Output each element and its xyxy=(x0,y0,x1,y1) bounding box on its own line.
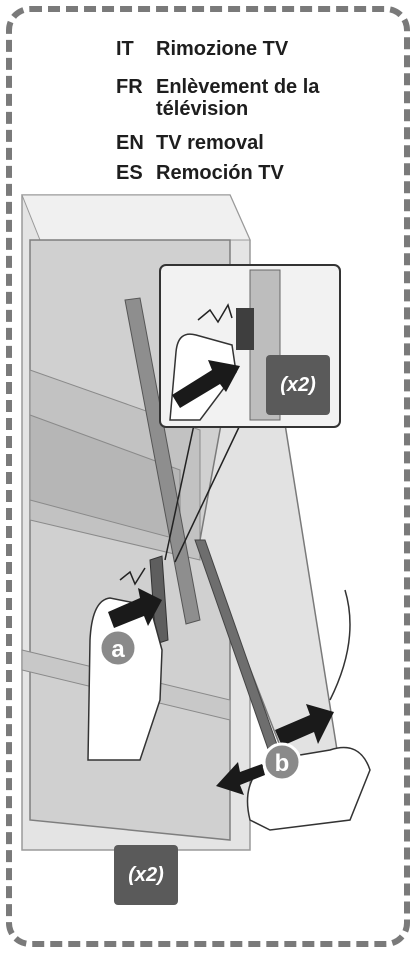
cabinet-top xyxy=(22,195,250,240)
quantity-badge-top: (x2) xyxy=(266,355,330,415)
arm-b xyxy=(330,590,350,700)
zoom-clip xyxy=(236,308,254,350)
step-a-label: a xyxy=(111,636,125,663)
quantity-badge-bottom: (x2) xyxy=(114,845,178,905)
step-b-label: b xyxy=(275,750,290,777)
